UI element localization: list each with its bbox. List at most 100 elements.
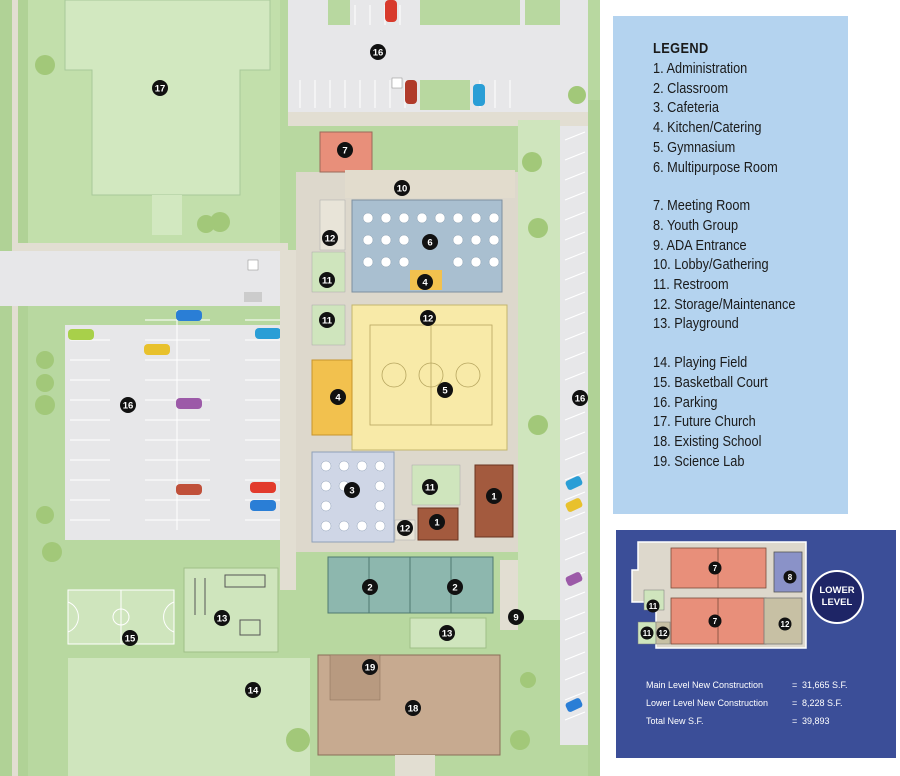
marker-basketball: [122, 630, 138, 646]
marker-storage-b: [420, 310, 436, 326]
marker-label-kitchen: 4: [335, 393, 341, 404]
marker-parking-right: [572, 390, 588, 406]
car-blue-1: [176, 310, 202, 321]
lower-meeting-b: [670, 597, 767, 645]
lower-marker-label: 12: [659, 629, 668, 638]
marker-ada-entrance: [508, 609, 524, 625]
island-d: [420, 80, 470, 110]
marker-label-science-lab: 19: [365, 663, 376, 674]
marker-label-storage-b: 12: [423, 314, 434, 325]
ada-sign-top: [391, 77, 403, 89]
marker-admin-a: [486, 488, 502, 504]
marker-multipurpose: [422, 234, 438, 250]
legend-item: 11. Restroom: [653, 276, 729, 294]
legend-item: 13. Playground: [653, 315, 739, 333]
lower-marker-label: 8: [788, 573, 793, 582]
marker-kitchen-small: [417, 274, 433, 290]
marker-existing-school: [405, 700, 421, 716]
lower-markers: 7 7 8 12 11 11 12: [640, 561, 797, 640]
legend-item: 14. Playing Field: [653, 354, 748, 372]
marker-playground-b: [439, 625, 455, 641]
gymnasium: [351, 304, 508, 451]
marker-label-admin-b: 1: [434, 518, 440, 529]
lower-marker: [640, 626, 654, 640]
church-entry: [152, 195, 182, 235]
marker-label-parking-top: 16: [373, 48, 384, 59]
legend-item: 16. Parking: [653, 393, 718, 411]
marker-label-cafeteria: 3: [349, 486, 354, 497]
marker-label-storage-c: 12: [400, 524, 411, 535]
marker-storage-a: [322, 230, 338, 246]
car-red-top: [385, 0, 397, 22]
car-blue-2: [255, 328, 281, 339]
marker-label-classroom-a: 2: [367, 583, 372, 594]
marker-label-gymnasium: 5: [442, 386, 448, 397]
marker-lobby: [394, 180, 410, 196]
legend-item: 7. Meeting Room: [653, 197, 751, 215]
marker-label-ada-entrance: 9: [513, 613, 518, 624]
car-yellow: [144, 344, 170, 355]
car-green: [68, 329, 94, 340]
legend-item: 10. Lobby/Gathering: [653, 256, 769, 274]
car-blue-top: [473, 84, 485, 106]
marker-parking-left: [120, 397, 136, 413]
marker-label-existing-school: 18: [408, 704, 419, 715]
island-a: [328, 0, 350, 25]
legend-item: 12. Storage/Maintenance: [653, 295, 796, 313]
car-yellow-right: [565, 498, 583, 512]
lower-marker-label: 11: [649, 602, 658, 611]
stat-value: 31,665 S.F.: [802, 680, 848, 690]
legend-title: LEGEND: [653, 40, 709, 57]
marker-label-storage-a: 12: [325, 234, 336, 245]
sidewalk-left: [12, 0, 18, 776]
lower-marker-label: 7: [713, 617, 718, 626]
marker-restroom-c: [422, 479, 438, 495]
legend-item: 5. Gymnasium: [653, 138, 736, 156]
court-lines: [67, 590, 175, 644]
stat-equals: =: [792, 680, 798, 690]
marker-science-lab: [362, 659, 378, 675]
trees: [35, 55, 586, 752]
lower-marker: [708, 614, 722, 628]
stat-value: 39,893: [802, 716, 830, 726]
lower-marker: [708, 561, 722, 575]
grass-strip-left: [28, 306, 65, 566]
car-blue-right: [565, 476, 583, 490]
marker-label-admin-a: 1: [491, 492, 497, 503]
legend-item: 18. Existing School: [653, 432, 762, 450]
ada-sign-left: [247, 259, 259, 271]
marker-admin-b: [429, 514, 445, 530]
legend-item: 19. Science Lab: [653, 452, 745, 470]
marker-label-meeting-room: 7: [342, 146, 347, 157]
sidewalk-horizontal: [18, 243, 288, 251]
marker-label-multipurpose: 6: [427, 238, 432, 249]
marker-label-parking-right: 16: [575, 394, 586, 405]
lower-marker-label: 12: [781, 620, 790, 629]
lower-marker: [656, 626, 670, 640]
lower-marker-label: 7: [713, 564, 718, 573]
grass-right: [588, 100, 600, 776]
playing-field: [68, 658, 310, 776]
marker-parking-top: [370, 44, 386, 60]
lower-marker-label: 11: [643, 629, 652, 638]
legend-item: 8. Youth Group: [653, 216, 739, 234]
marker-label-restroom-a: 11: [322, 276, 333, 287]
marker-restroom-a: [319, 272, 335, 288]
island-b: [420, 0, 520, 25]
marker-label-restroom-c: 11: [425, 483, 436, 494]
meeting-room: [319, 131, 373, 173]
stat-label: Lower Level New Construction: [646, 698, 769, 708]
car-maroon-top: [405, 80, 417, 104]
marker-classroom-b: [447, 579, 463, 595]
marker-gymnasium: [437, 382, 453, 398]
marker-label-playground-b: 13: [442, 629, 453, 640]
car-blue-3: [250, 500, 276, 511]
car-red-1: [176, 484, 202, 495]
island-c: [525, 0, 560, 25]
legend-item: 6. Multipurpose Room: [653, 158, 778, 176]
stat-label: Main Level New Construction: [646, 680, 764, 690]
cafeteria-tables: [320, 460, 386, 532]
